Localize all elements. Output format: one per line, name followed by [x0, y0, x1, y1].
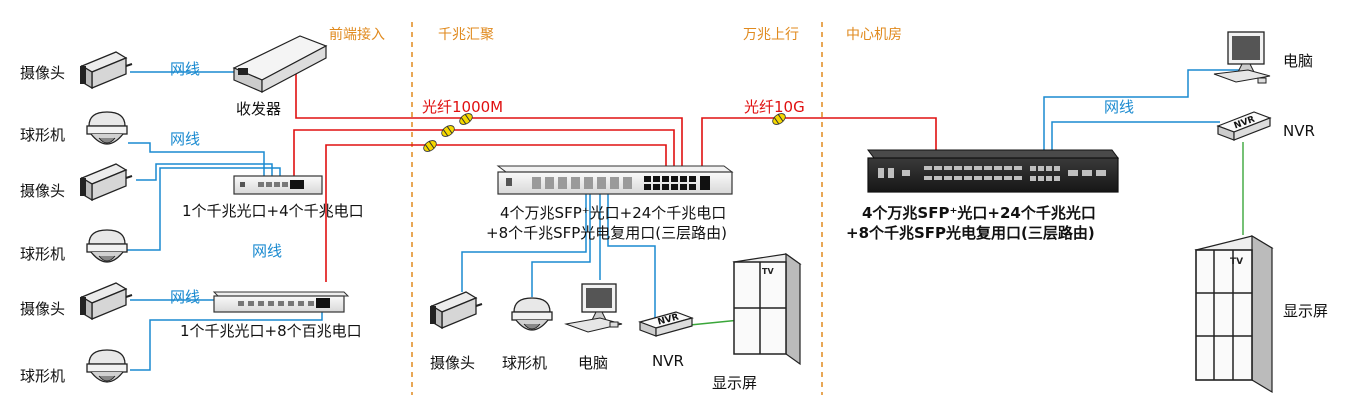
camera-icon — [79, 163, 133, 201]
dome-camera-icon — [511, 297, 553, 331]
display-wall-icon: TV — [732, 252, 802, 366]
core-pc-label: 电脑 — [1283, 52, 1314, 70]
zone-label-center: 中心机房 — [846, 27, 902, 43]
fiber-10g-label: 光纤10G — [744, 98, 805, 116]
core-switch-label-line2: +8个千兆SFP光电复用口(三层路由) — [846, 224, 1095, 242]
zone-label-front: 前端接入 — [329, 27, 385, 43]
aggregation-switch-icon — [496, 165, 734, 195]
network-cable-label: 网线 — [252, 242, 283, 260]
dome-camera-icon — [86, 229, 128, 263]
switch-gigabit-4port-icon — [233, 175, 323, 195]
zone-label-gigabit: 千兆汇聚 — [438, 27, 494, 43]
transceiver-icon — [232, 35, 328, 93]
aggregation-switch-label-line1: 4个万兆SFP⁺光口+24个千兆电口 — [500, 204, 727, 222]
camera-label: 摄像头 — [20, 300, 66, 318]
nvr-icon: NVR — [638, 311, 694, 337]
transceiver-label: 收发器 — [236, 100, 282, 118]
agg-pc-label: 电脑 — [578, 354, 609, 372]
agg-display-label: 显示屏 — [712, 374, 758, 392]
camera-label: 摄像头 — [20, 182, 66, 200]
fiber-marker-group — [423, 113, 786, 152]
agg-nvr-label: NVR — [652, 352, 684, 370]
dome-camera-icon — [86, 349, 128, 383]
camera-label: 摄像头 — [20, 64, 66, 82]
switch-100m-8port-icon — [212, 291, 350, 313]
network-cable-label: 网线 — [170, 288, 201, 306]
core-nvr-label: NVR — [1283, 122, 1315, 140]
core-display-label: 显示屏 — [1283, 302, 1329, 320]
aggregation-switch-label-line2: +8个千兆SFP光电复用口(三层路由) — [486, 224, 728, 242]
agg-dome-label: 球形机 — [502, 354, 548, 372]
agg-camera-label: 摄像头 — [430, 354, 476, 372]
pc-icon — [564, 283, 623, 333]
display-wall-icon: TV — [1194, 234, 1274, 394]
core-switch-icon — [867, 149, 1119, 193]
fiber-1000m-label: 光纤1000M — [422, 98, 504, 116]
dome-camera-icon — [86, 111, 128, 145]
network-cable-label: 网线 — [170, 130, 201, 148]
switch2-label: 1个千兆光口+8个百兆电口 — [180, 322, 362, 340]
svg-text:TV: TV — [1230, 257, 1243, 267]
svg-text:TV: TV — [762, 267, 774, 276]
camera-icon — [79, 51, 133, 89]
network-cable-label: 网线 — [1104, 98, 1135, 116]
nvr-icon: NVR — [1216, 111, 1272, 141]
dome-label: 球形机 — [20, 367, 66, 385]
camera-icon — [79, 282, 133, 320]
pc-icon — [1213, 31, 1271, 84]
zone-label-10g: 万兆上行 — [743, 27, 799, 43]
dome-label: 球形机 — [20, 245, 66, 263]
network-cable-label: 网线 — [170, 60, 201, 78]
core-switch-label-line1: 4个万兆SFP⁺光口+24个千兆光口 — [862, 204, 1096, 222]
switch1-label: 1个千兆光口+4个千兆电口 — [182, 202, 364, 220]
dome-label: 球形机 — [20, 126, 66, 144]
camera-icon — [429, 291, 483, 329]
